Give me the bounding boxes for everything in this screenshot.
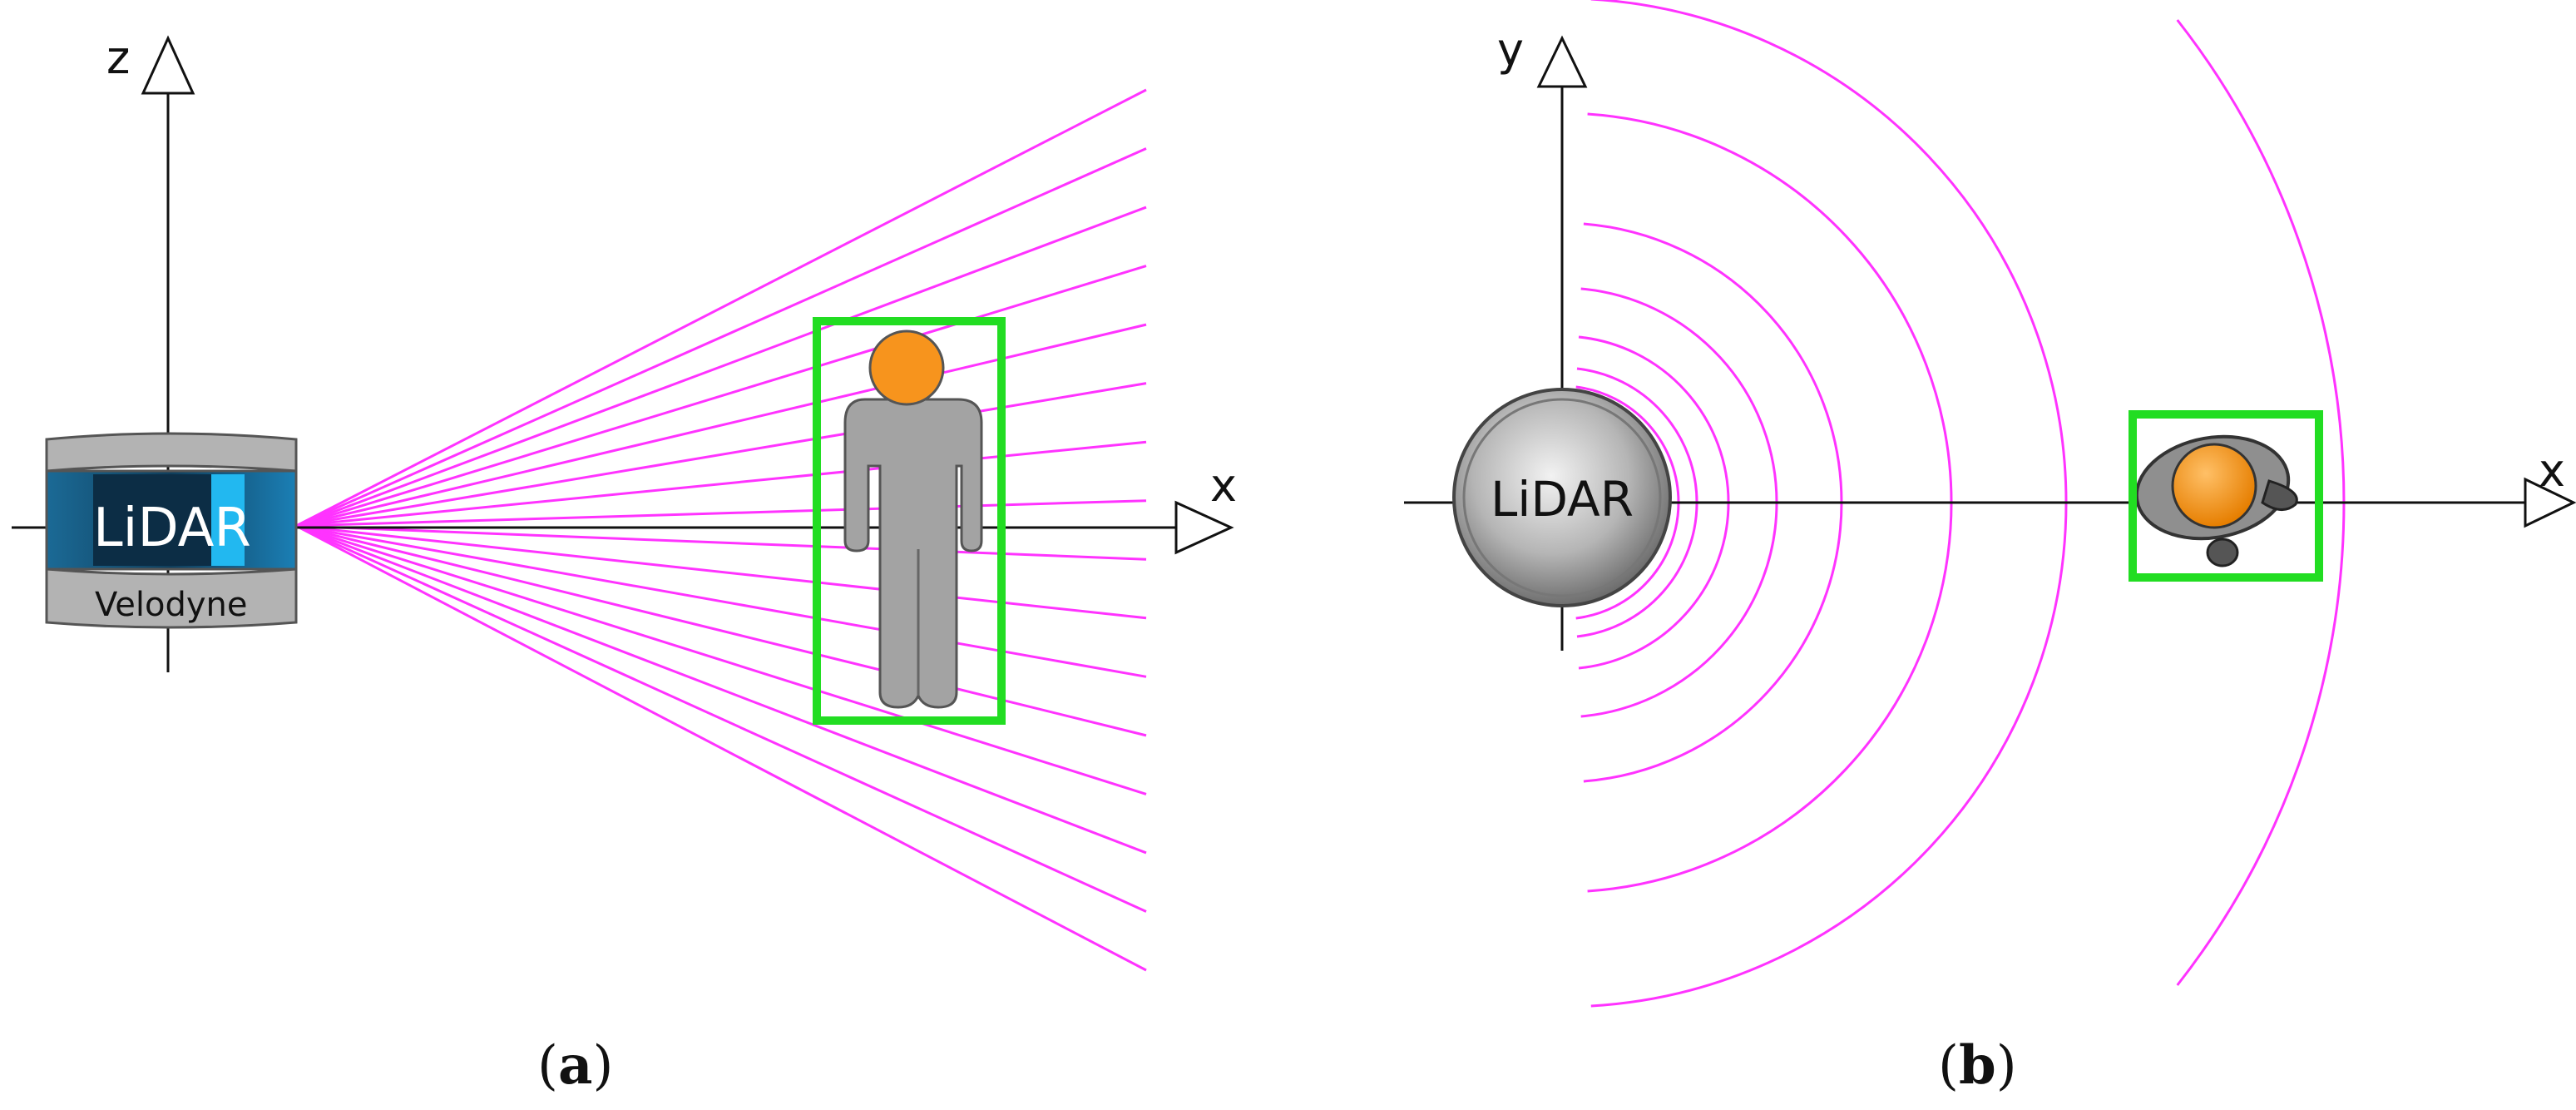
pedestrian-foot-right bbox=[2261, 479, 2298, 511]
x-axis-arrowhead bbox=[1174, 500, 1234, 555]
laser-beam bbox=[295, 265, 1147, 528]
sensor-label-b: LiDAR bbox=[1491, 471, 1634, 528]
laser-beam bbox=[295, 524, 1147, 972]
laser-beam bbox=[295, 524, 1147, 737]
laser-beam bbox=[295, 147, 1147, 528]
laser-beams bbox=[295, 88, 1147, 972]
pedestrian-head-b bbox=[2171, 443, 2257, 529]
laser-beam bbox=[295, 323, 1147, 528]
laser-beam bbox=[295, 206, 1147, 528]
laser-beam bbox=[295, 524, 1147, 855]
sensor-bottom-cap bbox=[45, 567, 298, 629]
panel-b: x y LiDAR (b) bbox=[1404, 0, 2576, 1097]
laser-beam bbox=[295, 524, 1147, 678]
sensor-label: LiDAR bbox=[93, 498, 251, 559]
x-axis-arrowhead-b bbox=[2524, 477, 2576, 528]
lidar-sensor-top-view: LiDAR bbox=[1452, 388, 1672, 607]
sensor-top-cap bbox=[45, 432, 298, 473]
y-axis-arrowhead-b bbox=[1536, 35, 1588, 88]
bounding-box-a bbox=[813, 317, 1006, 725]
caption-b: (b) bbox=[1938, 1034, 2017, 1097]
pedestrian-foot-lower bbox=[2206, 538, 2239, 567]
pedestrian-body bbox=[843, 398, 983, 709]
sensor-sphere-rim bbox=[1462, 398, 1662, 597]
laser-beam bbox=[295, 524, 1147, 913]
pedestrian-top-view bbox=[2134, 434, 2298, 567]
laser-beam bbox=[295, 524, 1147, 561]
x-axis-label: x bbox=[1210, 459, 1237, 512]
sensor-brand-label: Velodyne bbox=[95, 586, 247, 624]
laser-beam bbox=[295, 524, 1147, 795]
laser-beam bbox=[295, 524, 1147, 620]
pedestrian-head bbox=[868, 330, 945, 406]
bounding-box-b bbox=[2129, 410, 2323, 582]
z-axis-label: z bbox=[106, 32, 130, 84]
pedestrian-side-view bbox=[843, 330, 983, 709]
y-axis-label-b: y bbox=[1497, 23, 1524, 76]
x-axis-label-b: x bbox=[2539, 444, 2565, 497]
z-axis-arrowhead bbox=[141, 35, 195, 95]
caption-a: (a) bbox=[537, 1034, 613, 1097]
sensor-window bbox=[93, 474, 218, 566]
laser-beam bbox=[295, 88, 1147, 528]
sensor-sphere bbox=[1452, 388, 1672, 607]
velodyne-lidar-sensor: LiDAR Velodyne bbox=[45, 432, 298, 629]
sensor-window-highlight bbox=[211, 474, 245, 566]
panel-a: x z LiDAR Velodyne (a) bbox=[12, 32, 1237, 1097]
